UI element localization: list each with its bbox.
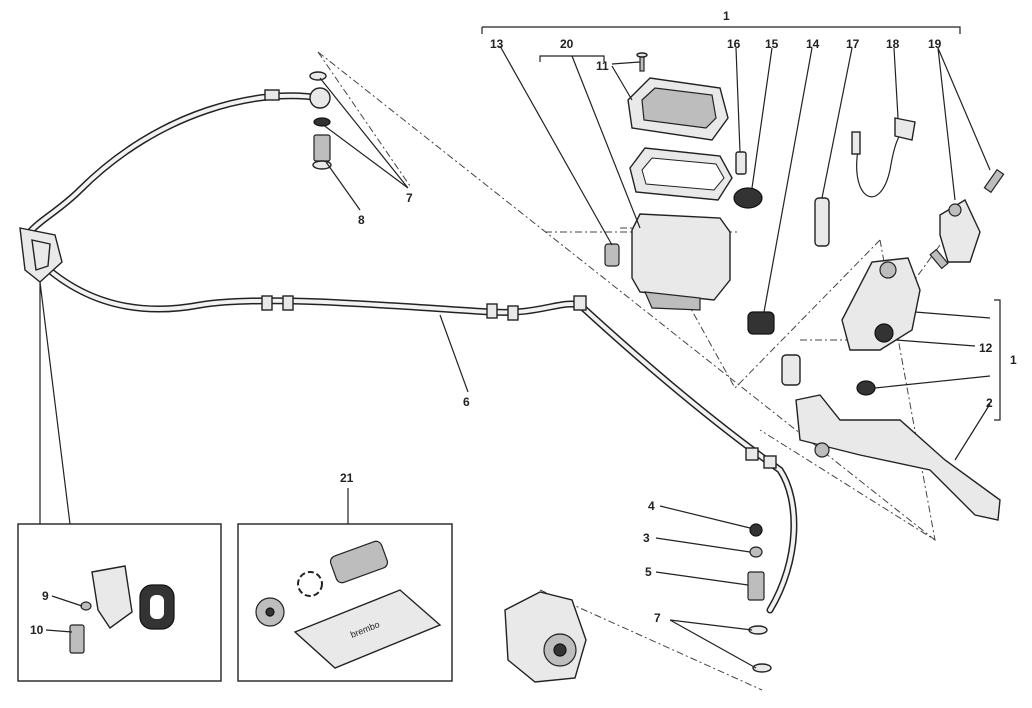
- callout-19: 19: [928, 37, 942, 51]
- top-banjo-fitting: [309, 71, 332, 170]
- callout-13: 13: [490, 37, 504, 51]
- inset-clamp-detail: [17, 523, 222, 682]
- callout-7-bottom: 7: [654, 611, 661, 625]
- leader-lines: [39, 26, 1001, 669]
- callout-17: 17: [846, 37, 860, 51]
- slave-cylinder: [504, 591, 587, 683]
- callout-6: 6: [463, 395, 470, 409]
- callout-21: 21: [340, 471, 354, 485]
- callout-15: 15: [765, 37, 779, 51]
- callout-1-right: 1: [1010, 353, 1017, 367]
- callout-20: 20: [560, 37, 574, 51]
- callout-2: 2: [986, 396, 993, 410]
- clutch-switch: [814, 117, 916, 247]
- callout-labels: 1 13 20 11 16 15 14 17 18 19 7 8 6 12 1 …: [30, 9, 1017, 637]
- callout-11: 11: [596, 59, 609, 73]
- callout-7-top: 7: [406, 191, 413, 205]
- inset-repair-kit: brembo: [237, 523, 453, 682]
- callout-18: 18: [886, 37, 900, 51]
- callout-9: 9: [42, 589, 49, 603]
- callout-4: 4: [648, 499, 655, 513]
- callout-8: 8: [358, 213, 365, 227]
- lower-banjo-fitting: [747, 523, 772, 673]
- handlebar-clamp: [929, 168, 1005, 270]
- callout-16: 16: [727, 37, 741, 51]
- hose-guide-clamp: [19, 227, 63, 283]
- master-cylinder-and-lever: [781, 257, 1001, 521]
- callout-14: 14: [806, 37, 820, 51]
- hose-ferrules: [261, 89, 777, 469]
- callout-1-top: 1: [723, 9, 730, 23]
- reservoir-assembly: [604, 52, 733, 311]
- callout-12: 12: [979, 341, 993, 355]
- clutch-hose: [26, 89, 798, 614]
- callout-10: 10: [30, 623, 44, 637]
- fitting-parts: [733, 151, 775, 335]
- callout-5: 5: [645, 565, 652, 579]
- callout-3: 3: [643, 531, 650, 545]
